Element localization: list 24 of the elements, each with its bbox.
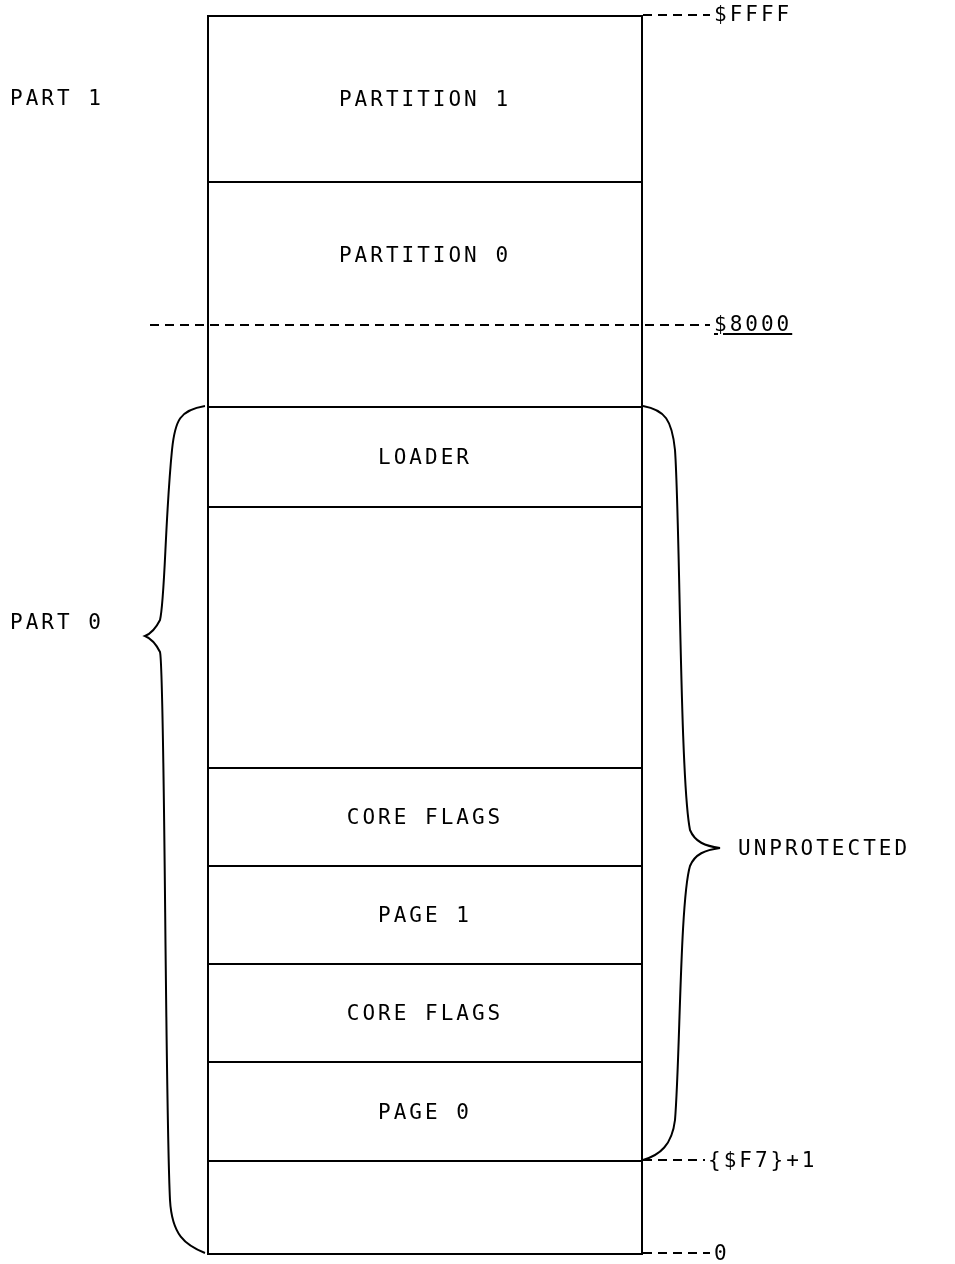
memory-region bbox=[207, 963, 643, 1063]
memory-region bbox=[207, 767, 643, 867]
partition-label: PART 0 bbox=[10, 610, 104, 634]
region-label: PARTITION 1 bbox=[338, 87, 512, 111]
memory-region bbox=[207, 325, 643, 408]
region-label: CORE FLAGS bbox=[346, 1001, 504, 1025]
memory-region bbox=[207, 1160, 643, 1255]
address-label: 0 bbox=[714, 1241, 730, 1264]
region-label: LOADER bbox=[378, 445, 472, 469]
region-label: PAGE 0 bbox=[378, 1099, 472, 1124]
address-label: $FFFF bbox=[714, 2, 793, 26]
region-label: UNPROTECTED bbox=[738, 836, 911, 860]
address-label: $8000 bbox=[714, 312, 793, 336]
address-label: {$F7}+1 bbox=[708, 1148, 818, 1172]
region-label: PARTITION 0 bbox=[338, 243, 512, 267]
memory-region bbox=[207, 181, 643, 327]
memory-region bbox=[207, 15, 643, 183]
memory-region bbox=[207, 865, 643, 965]
memory-region bbox=[207, 506, 643, 769]
region-label: PAGE 1 bbox=[378, 903, 472, 927]
partition-label: PART 1 bbox=[10, 86, 104, 110]
region-label: CORE FLAGS bbox=[346, 805, 504, 829]
memory-region bbox=[207, 406, 643, 508]
memory-region bbox=[207, 1061, 643, 1162]
